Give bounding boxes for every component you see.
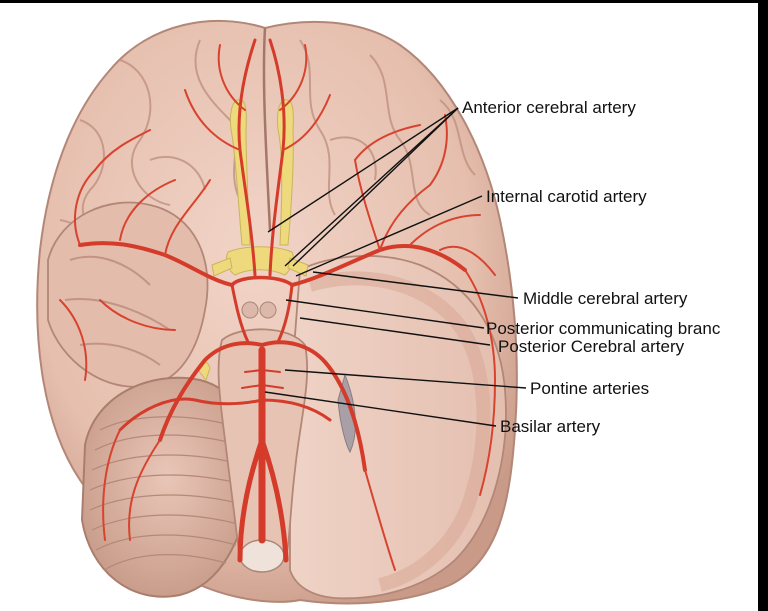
cerebellar-artery-left	[118, 397, 264, 432]
label-posterior-communicating-branch: Posterior communicating branc	[486, 319, 721, 338]
temporal-gyri	[64, 255, 171, 366]
leader-internal-carotid	[295, 195, 483, 277]
label-pontine-arteries: Pontine arteries	[530, 379, 650, 398]
left-temporal-lobe	[47, 201, 209, 388]
optic-chiasm	[225, 246, 294, 276]
optic-nerve-right	[287, 257, 309, 277]
optic-nerve-left	[211, 257, 233, 277]
leader-posterior-communicating	[285, 299, 485, 329]
leader-anterior-cerebral-1	[267, 107, 459, 233]
right-olfactory-tract	[276, 99, 294, 246]
posterior-communicating-right	[276, 283, 294, 344]
pontine-branch-3	[241, 384, 263, 389]
label-basilar-artery: Basilar artery	[500, 417, 601, 436]
surface-artery-branches	[59, 44, 496, 571]
cerebellar-folia	[89, 416, 247, 571]
posterior-cerebral-left	[158, 341, 264, 442]
pontine-branch-2	[261, 369, 281, 373]
vertebral-artery-right	[259, 437, 289, 563]
right-hemisphere-section	[289, 255, 507, 600]
vertebral-artery-left	[237, 437, 265, 563]
circle-anterior	[230, 275, 294, 287]
pontine-branch-1	[244, 369, 263, 373]
cerebellar-artery-right	[260, 398, 332, 422]
lateral-ventricle	[337, 373, 356, 454]
posterior-communicating-left	[230, 283, 250, 344]
leader-pontine	[284, 369, 527, 389]
leader-anterior-cerebral-2	[284, 107, 459, 267]
pontine-branch-4	[261, 384, 284, 389]
left-olfactory-tract	[229, 99, 251, 246]
leader-middle-cerebral	[312, 271, 519, 299]
label-middle-cerebral-artery: Middle cerebral artery	[523, 289, 688, 308]
top-border	[0, 0, 768, 3]
spinal-cord-section	[239, 539, 285, 573]
longitudinal-fissure	[262, 27, 272, 231]
leader-posterior-cerebral	[299, 317, 491, 346]
label-internal-carotid-artery: Internal carotid artery	[486, 187, 647, 206]
leader-anterior-cerebral-3	[292, 107, 459, 267]
leader-lines	[264, 107, 527, 427]
posterior-cerebral-right	[260, 340, 367, 472]
mammillary-body-left	[241, 301, 259, 319]
right-border	[758, 0, 768, 611]
label-posterior-cerebral-artery: Posterior Cerebral artery	[498, 337, 685, 356]
label-anterior-cerebral-artery: Anterior cerebral artery	[462, 98, 636, 117]
mammillary-body-right	[259, 301, 277, 319]
leader-basilar	[264, 391, 497, 427]
arteries	[78, 38, 467, 563]
